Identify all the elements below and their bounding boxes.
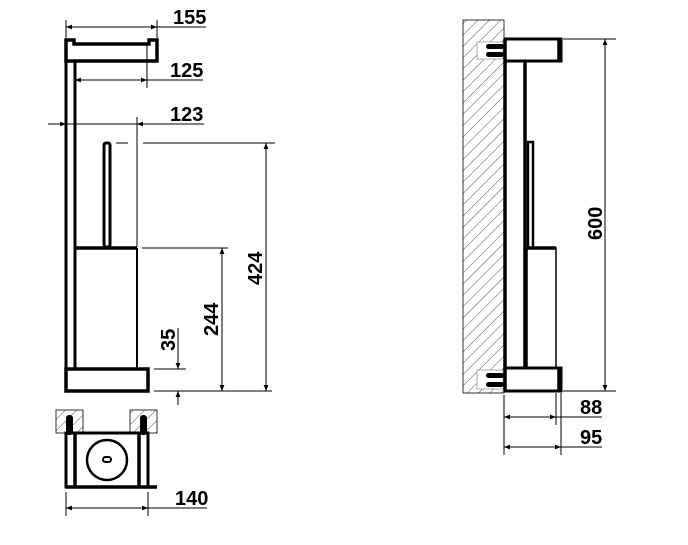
side-view: 600 88 95: [462, 19, 616, 455]
dim-35: 35: [158, 329, 180, 351]
dim-125: 125: [170, 60, 203, 82]
side-container: [526, 247, 557, 369]
side-brush-handle: [526, 140, 535, 250]
bolt-right: [140, 415, 147, 435]
vertical-post: [64, 59, 77, 371]
top-bracket: [503, 37, 563, 63]
dim-88: 88: [580, 397, 602, 419]
brush-center: [102, 456, 112, 463]
dim-95: 95: [580, 427, 602, 449]
bolts-top: [486, 44, 504, 57]
dim-123: 123: [170, 104, 203, 126]
bolts-bottom: [486, 373, 504, 387]
top-shelf: [64, 38, 159, 63]
dim-600: 600: [585, 207, 607, 240]
brush-container-circle: [85, 438, 129, 482]
brush-handle: [102, 141, 112, 249]
front-view: 155 125 123 424 244 35: [48, 7, 275, 405]
dim-424: 424: [245, 251, 267, 285]
base: [64, 367, 150, 393]
dim-244: 244: [201, 302, 223, 336]
bottom-bracket: [503, 366, 563, 393]
top-view: 140: [55, 409, 208, 516]
dim-140: 140: [175, 488, 208, 510]
wall-section: [462, 19, 505, 394]
dim-155: 155: [173, 7, 206, 29]
bolt-left: [66, 415, 73, 435]
